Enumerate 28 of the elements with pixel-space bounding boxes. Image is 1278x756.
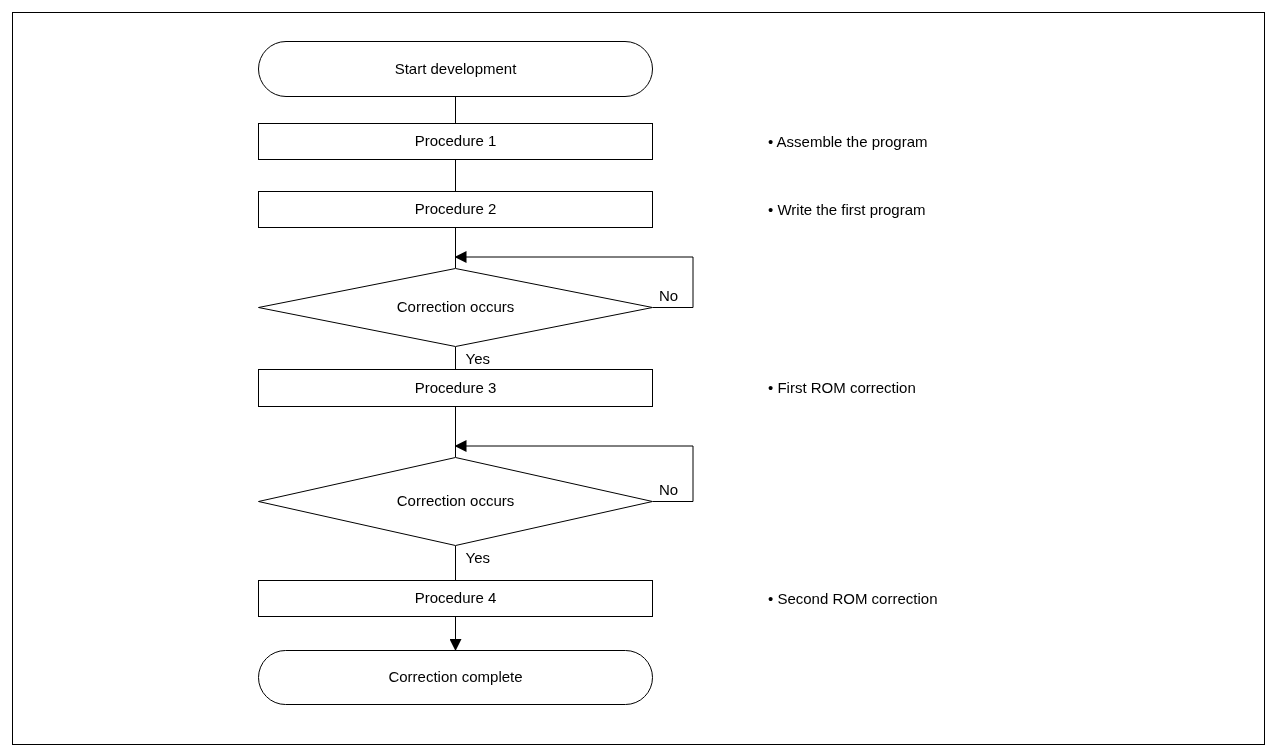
decision-diamond (258, 457, 653, 546)
note-text: • Assemble the program (768, 132, 928, 152)
connector-line (455, 346, 456, 370)
connector-line (455, 159, 456, 192)
process-box (258, 191, 653, 228)
arrow (454, 251, 694, 308)
connector-line (455, 545, 456, 581)
process-box (258, 369, 653, 407)
connector-line (455, 96, 456, 124)
connector-line (455, 406, 456, 458)
arrow (454, 440, 694, 502)
process-box (258, 580, 653, 617)
terminator-shape (258, 41, 653, 97)
arrow (449, 616, 462, 651)
decision-diamond (258, 268, 653, 347)
node-label: Start development (394, 58, 517, 79)
node-label: Correction occurs (396, 297, 515, 318)
node-label: Procedure 2 (414, 199, 497, 220)
node-label: Correction complete (388, 667, 523, 688)
node-label: Procedure 4 (414, 588, 497, 609)
connector-line (455, 227, 456, 269)
note-text: • Write the first program (768, 200, 926, 220)
note-text: • First ROM correction (768, 378, 916, 398)
node-label: Procedure 1 (414, 131, 497, 152)
note-text: • Second ROM correction (768, 589, 938, 609)
process-box (258, 123, 653, 160)
node-label: Procedure 3 (414, 377, 497, 398)
node-label: Correction occurs (396, 491, 515, 512)
